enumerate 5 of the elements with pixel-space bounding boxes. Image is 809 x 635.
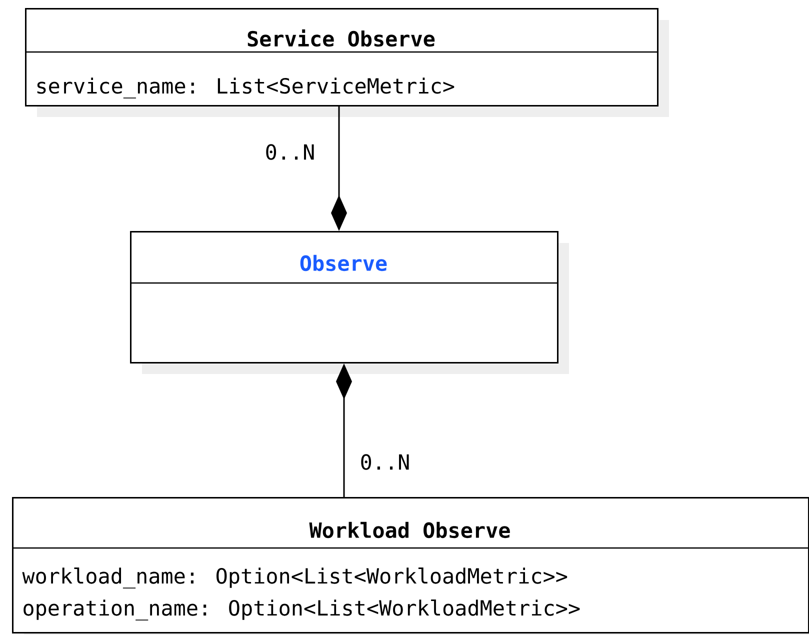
class-box: Workload Observe workload_name: Option<List<WorkloadMetric>> operation_name: Option<List<WorkloadMetric>> — [12, 496, 809, 635]
multiplicity-label: 0..N — [264, 143, 316, 161]
class-box: Service Observe service_name: List<ServiceMetric> — [25, 8, 669, 117]
multiplicity-label: 0..N — [358, 453, 412, 471]
class-box: Observe — [130, 230, 569, 374]
